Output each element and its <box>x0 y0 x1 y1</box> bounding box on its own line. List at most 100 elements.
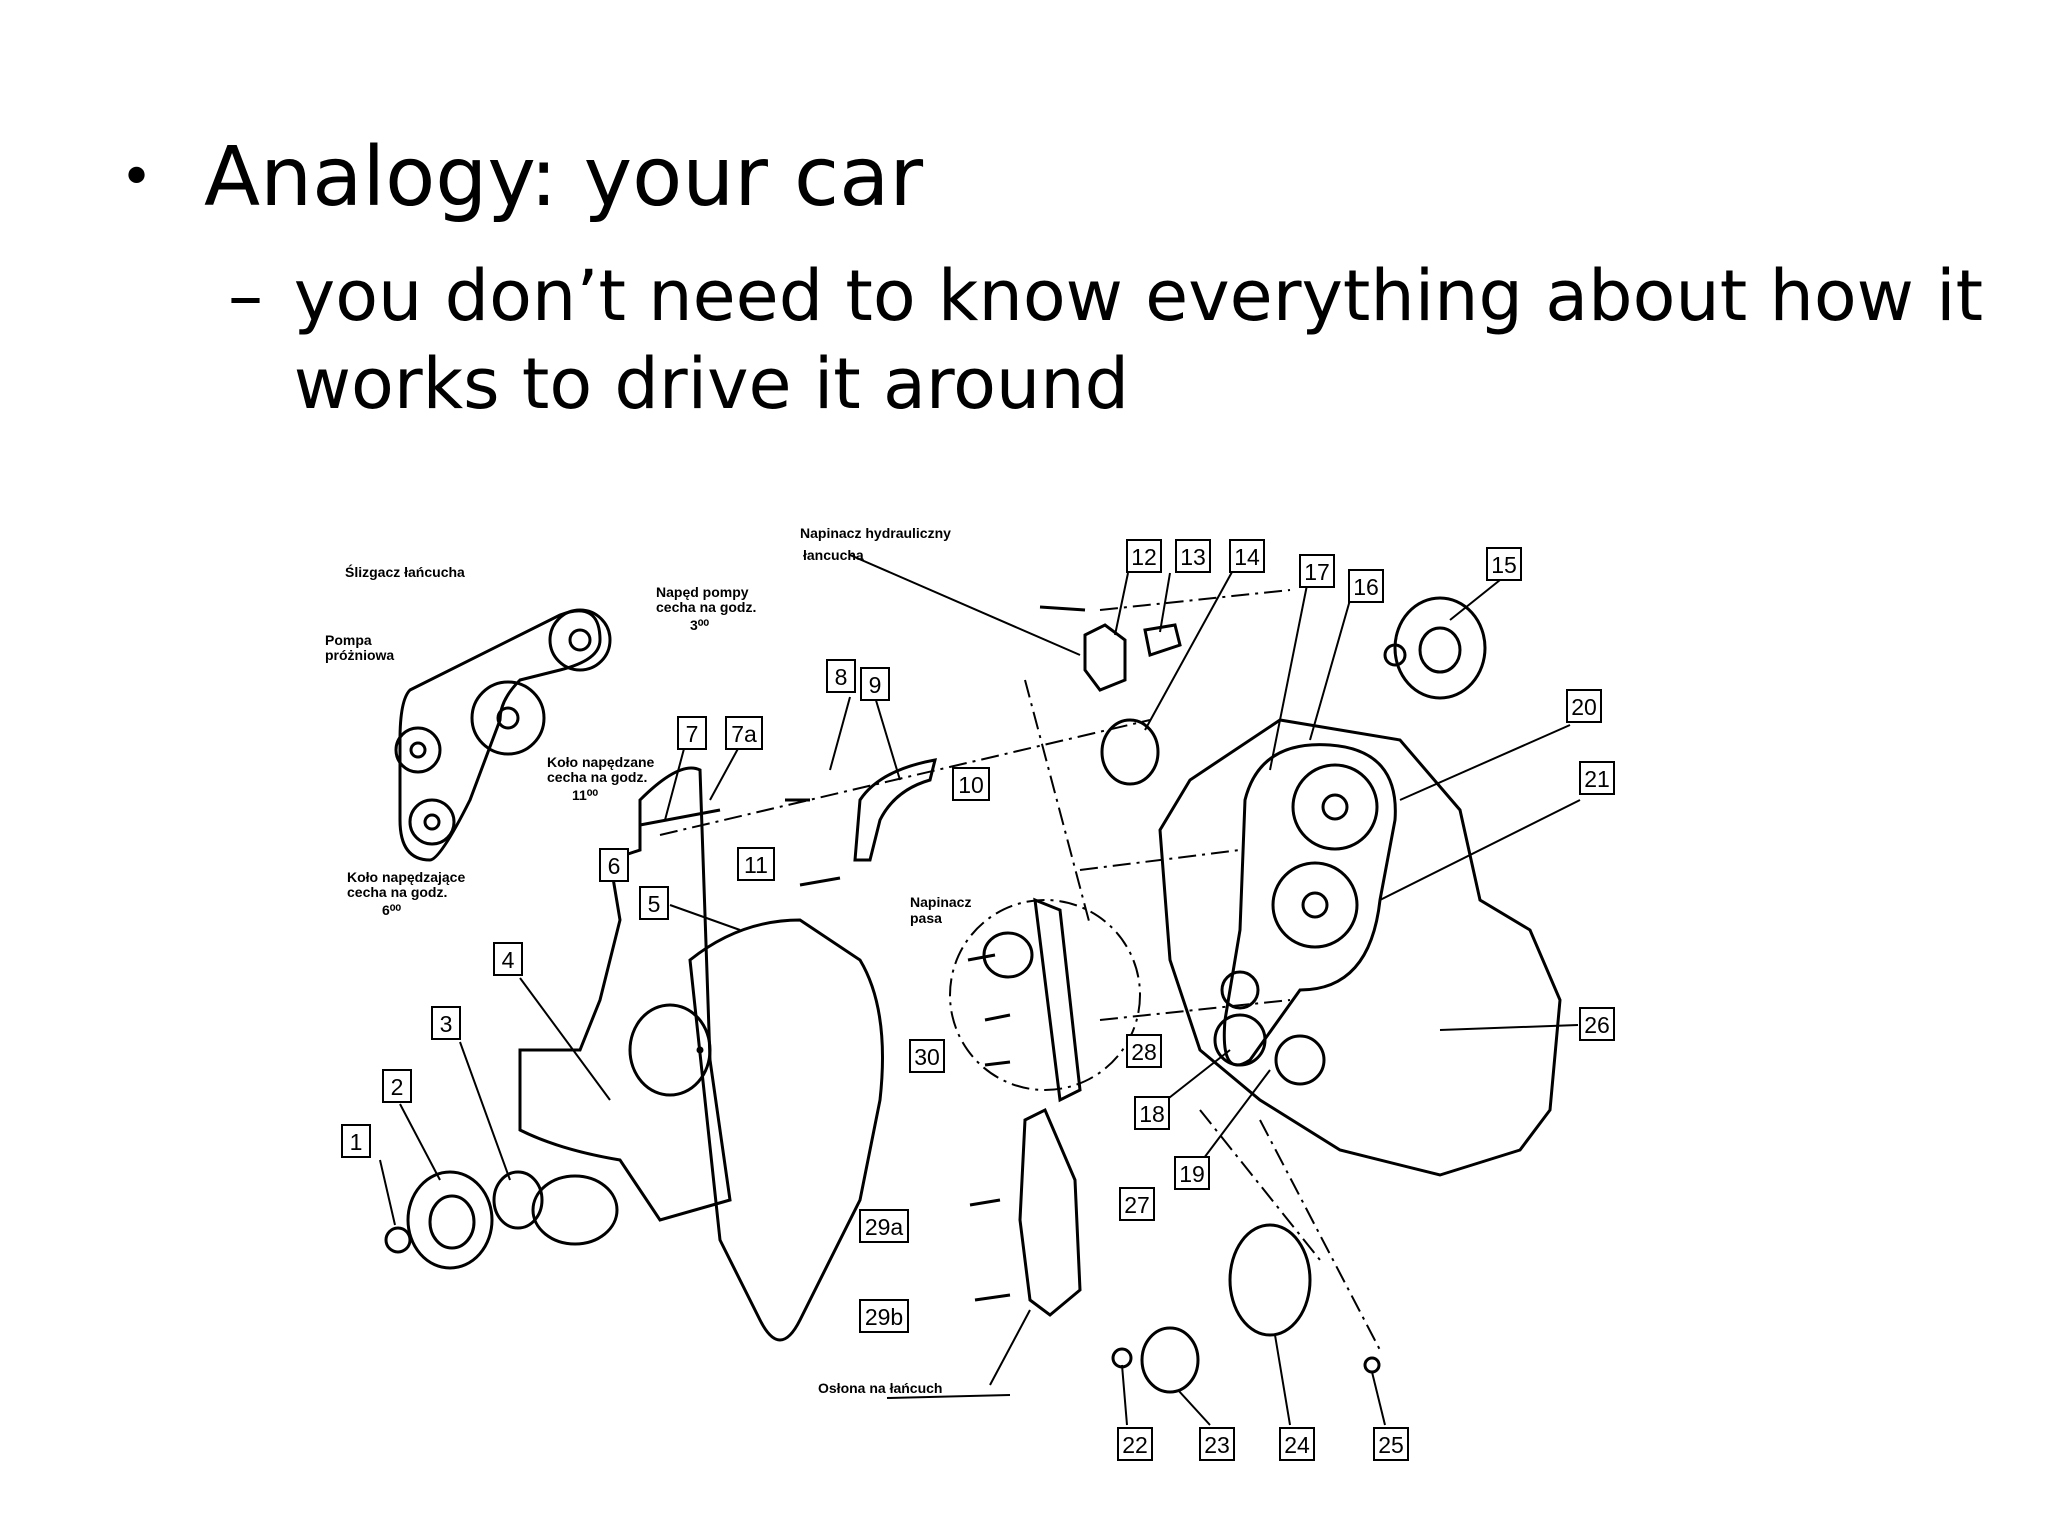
part-label-15: 15 <box>1486 547 1522 581</box>
svg-text:9: 9 <box>869 672 882 698</box>
bullet-text: Analogy: your car <box>204 130 924 225</box>
cam-sprocket-top <box>1393 596 1487 700</box>
part-label-10: 10 <box>952 767 990 801</box>
caption-pump-drive-3: 3⁰⁰ <box>690 617 709 633</box>
part-label-22: 22 <box>1117 1427 1153 1461</box>
crank-bolt <box>384 1226 412 1254</box>
part-label-24: 24 <box>1279 1427 1315 1461</box>
chain-cover <box>1018 1107 1082 1317</box>
svg-text:2: 2 <box>391 1074 404 1100</box>
chain-guide <box>853 758 938 862</box>
svg-text:15: 15 <box>1491 552 1517 578</box>
part-label-6: 6 <box>599 848 629 882</box>
part-label-16: 16 <box>1348 569 1384 603</box>
caption-chain-slider: Ślizgacz łańcucha <box>345 563 465 580</box>
cover-seal-opening <box>531 1174 619 1246</box>
part-label-2: 2 <box>382 1069 412 1103</box>
caption-belt-tensioner-2: pasa <box>910 910 942 926</box>
part-label-11: 11 <box>737 847 775 881</box>
sub-bullet-item: – you don’t need to know everything abou… <box>228 252 1988 428</box>
part-label-5: 5 <box>639 886 669 920</box>
svg-text:10: 10 <box>958 772 984 798</box>
front-cover <box>518 766 732 1222</box>
inset-chain-drive <box>394 608 612 862</box>
tensioner-bracket <box>1083 623 1127 692</box>
engine-block <box>1158 718 1562 1177</box>
svg-text:26: 26 <box>1584 1012 1610 1038</box>
part-label-27: 27 <box>1119 1187 1155 1221</box>
part-label-19: 19 <box>1174 1156 1210 1190</box>
svg-text:7a: 7a <box>731 721 757 747</box>
svg-text:3: 3 <box>440 1011 453 1037</box>
engine-timing-diagram: 1 2 3 4 5 6 7 7a 8 9 10 11 12 13 14 15 1… <box>325 525 1615 1461</box>
caption-driven-wheel-2: cecha na godz. <box>547 769 647 785</box>
part-label-20: 20 <box>1566 689 1602 723</box>
svg-text:5: 5 <box>648 891 661 917</box>
part-label-23: 23 <box>1199 1427 1235 1461</box>
svg-text:25: 25 <box>1378 1432 1404 1458</box>
cover-gasket <box>688 918 884 1342</box>
part-label-18: 18 <box>1134 1096 1170 1130</box>
part-label-29a: 29a <box>859 1209 909 1243</box>
part-labels: 1 2 3 4 5 6 7 7a 8 9 10 11 12 13 14 15 1… <box>341 539 1615 1461</box>
svg-text:23: 23 <box>1204 1432 1230 1458</box>
part-label-17: 17 <box>1299 554 1335 588</box>
svg-text:1: 1 <box>350 1129 363 1155</box>
svg-text:27: 27 <box>1124 1192 1150 1218</box>
svg-text:8: 8 <box>835 664 848 690</box>
cover-round-boss <box>628 1003 712 1097</box>
caption-driven-wheel-3: 11⁰⁰ <box>572 787 598 803</box>
caption-driven-wheel-1: Koło napędzane <box>547 754 655 770</box>
tensioner-plate <box>1033 897 1082 1103</box>
svg-text:17: 17 <box>1304 559 1330 585</box>
diagram-captions: Napinacz hydrauliczny łancucha Ślizgacz … <box>325 525 971 1396</box>
part-label-1: 1 <box>341 1124 371 1158</box>
part-label-7a: 7a <box>725 716 763 750</box>
part-label-3: 3 <box>431 1006 461 1040</box>
svg-text:4: 4 <box>502 947 515 973</box>
svg-text:20: 20 <box>1571 694 1597 720</box>
svg-text:18: 18 <box>1139 1101 1165 1127</box>
caption-chain-cover: Osłona na łańcuch <box>818 1380 942 1396</box>
part-label-4: 4 <box>493 942 523 976</box>
caption-vacuum-pump-2: próżniowa <box>325 647 394 663</box>
svg-text:22: 22 <box>1122 1432 1148 1458</box>
part-label-8: 8 <box>826 659 856 693</box>
caption-drive-wheel-1: Koło napędzające <box>347 869 465 885</box>
caption-drive-wheel-2: cecha na godz. <box>347 884 447 900</box>
caption-belt-tensioner-1: Napinacz <box>910 894 971 910</box>
part-label-26: 26 <box>1579 1007 1615 1041</box>
part-label-12: 12 <box>1126 539 1162 573</box>
svg-text:29b: 29b <box>865 1304 903 1330</box>
part-label-13: 13 <box>1175 539 1211 573</box>
caption-drive-wheel-3: 6⁰⁰ <box>382 902 401 918</box>
svg-text:7: 7 <box>686 721 699 747</box>
bullet-marker: • <box>120 145 154 210</box>
svg-text:30: 30 <box>914 1044 940 1070</box>
svg-text:13: 13 <box>1180 544 1206 570</box>
svg-text:11: 11 <box>744 852 768 878</box>
part-label-29b: 29b <box>859 1299 909 1333</box>
svg-text:24: 24 <box>1284 1432 1310 1458</box>
svg-text:21: 21 <box>1584 766 1610 792</box>
crank-seal <box>492 1170 544 1230</box>
part-label-7: 7 <box>677 716 707 750</box>
svg-text:29a: 29a <box>865 1214 904 1240</box>
part-label-28: 28 <box>1126 1034 1162 1068</box>
bottom-pulley <box>1140 1326 1200 1394</box>
sub-bullet-marker: – <box>228 255 263 337</box>
part-label-9: 9 <box>860 667 890 701</box>
part-label-14: 14 <box>1229 539 1265 573</box>
svg-text:28: 28 <box>1131 1039 1157 1065</box>
caption-pump-drive-2: cecha na godz. <box>656 599 756 615</box>
svg-text:14: 14 <box>1234 544 1260 570</box>
svg-text:16: 16 <box>1353 574 1379 600</box>
part-label-21: 21 <box>1579 761 1615 795</box>
part-label-30: 30 <box>909 1039 945 1073</box>
svg-text:19: 19 <box>1179 1161 1205 1187</box>
sub-bullet-text: you don’t need to know everything about … <box>293 255 1984 425</box>
svg-text:12: 12 <box>1131 544 1157 570</box>
caption-tensioner-chain: łancucha <box>803 547 864 563</box>
bottom-gasket <box>1228 1223 1312 1337</box>
